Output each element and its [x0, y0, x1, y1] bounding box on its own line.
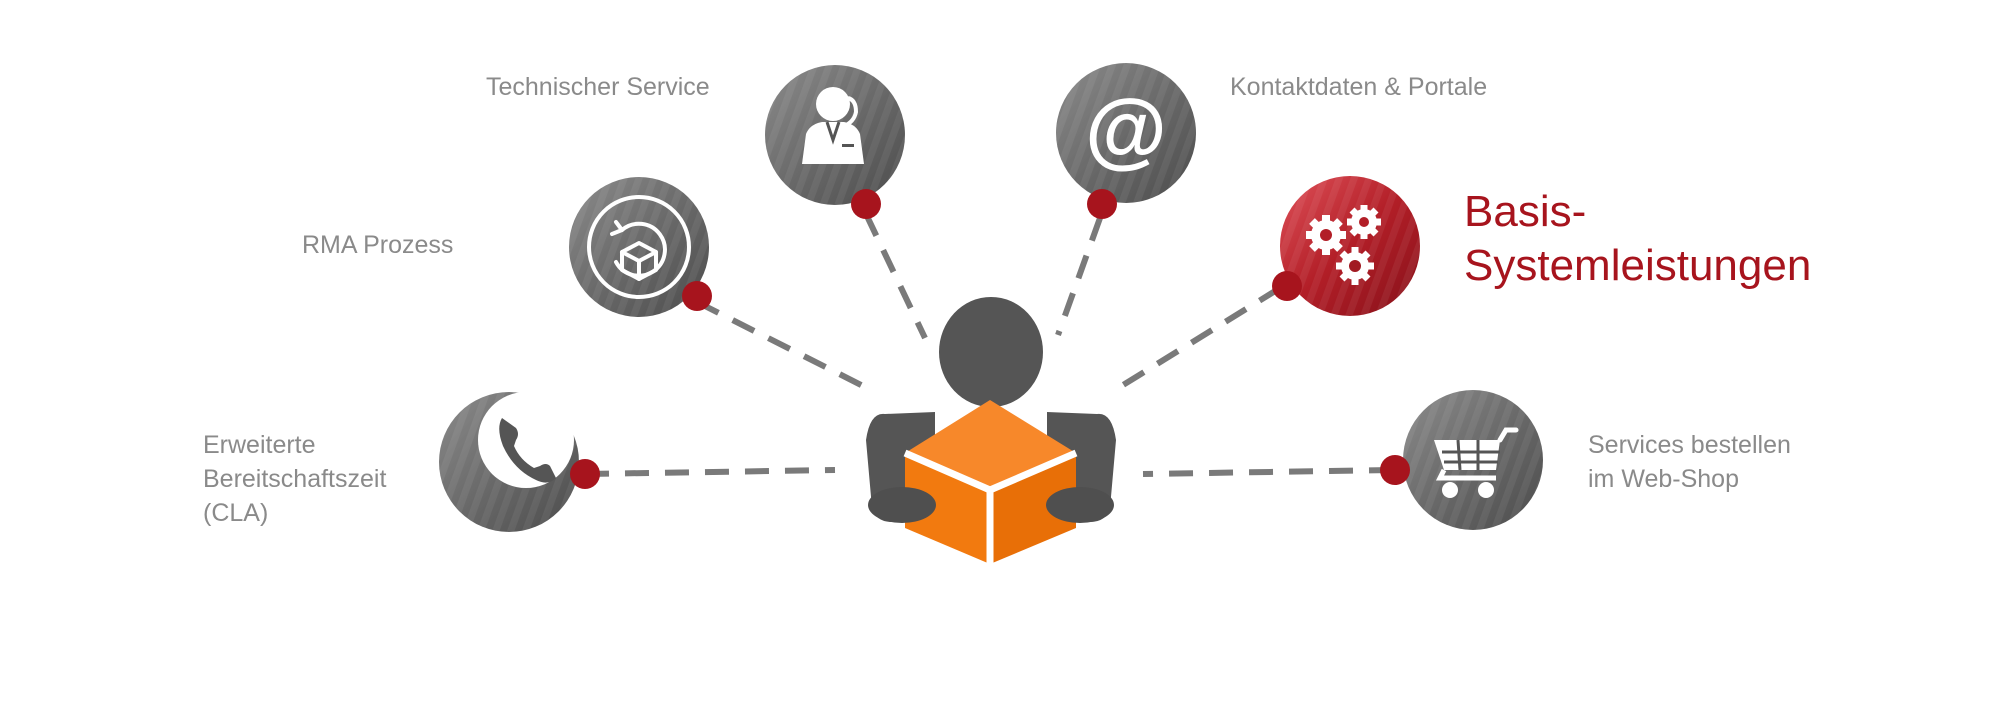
connector-services [1142, 467, 1394, 477]
label-line: (CLA) [203, 499, 269, 527]
label-rma-prozess[interactable]: RMA Prozess [302, 228, 453, 262]
gears-icon [1306, 205, 1381, 285]
person-hand-right [1046, 487, 1114, 523]
label-technischer-service[interactable]: Technischer Service [486, 70, 710, 104]
label-line: Services bestellen [1588, 431, 1791, 459]
node-basis-systemleistungen[interactable] [1272, 176, 1420, 316]
person-holding-box-icon [866, 297, 1116, 564]
label-basis-systemleistungen[interactable]: Basis- Systemleistungen [1464, 185, 1811, 293]
connector-dot [570, 459, 600, 489]
box-edges [903, 449, 1078, 564]
shopping-cart-icon [1434, 427, 1519, 498]
box-return-icon [587, 195, 691, 299]
connector-dot [1087, 189, 1117, 219]
node-technischer-service[interactable] [765, 65, 905, 219]
connector-kontaktdaten [1055, 216, 1103, 337]
person-hand-left [868, 487, 936, 523]
label-services-bestellen[interactable]: Services bestellen im Web-Shop [1588, 428, 1791, 496]
connector-dot [682, 281, 712, 311]
label-line: Kontaktdaten & Portale [1230, 73, 1488, 101]
phone-icon [478, 392, 574, 488]
box-top-face [905, 400, 1076, 490]
connector-technischer-service [863, 212, 928, 340]
connector-erweiterte [584, 467, 836, 477]
connector-dot [1272, 271, 1302, 301]
label-line: Basis- [1464, 187, 1587, 236]
connector-rma [695, 299, 867, 390]
label-kontaktdaten-portale[interactable]: Kontaktdaten & Portale [1230, 70, 1487, 104]
label-erweiterte-bereitschaftszeit[interactable]: Erweiterte Bereitschaftszeit (CLA) [203, 428, 386, 530]
support-agent-icon [802, 87, 864, 164]
label-line: Erweiterte [203, 431, 316, 459]
label-line: RMA Prozess [302, 231, 454, 259]
node-services-bestellen[interactable] [1380, 390, 1543, 530]
connector-basis [1113, 285, 1282, 393]
at-sign-icon: @ [1085, 82, 1167, 176]
connector-lines [584, 212, 1394, 477]
connector-dot [851, 189, 881, 219]
label-line: im Web-Shop [1588, 465, 1739, 493]
node-erweiterte-bereitschaftszeit[interactable] [439, 392, 600, 532]
connector-dot [1380, 455, 1410, 485]
person-head [939, 297, 1043, 407]
node-kontaktdaten-portale[interactable]: @ [1056, 63, 1196, 219]
label-line: Systemleistungen [1464, 241, 1812, 290]
node-rma-prozess[interactable] [569, 177, 712, 317]
label-line: Bereitschaftszeit [203, 465, 387, 493]
label-line: Technischer Service [486, 73, 710, 101]
